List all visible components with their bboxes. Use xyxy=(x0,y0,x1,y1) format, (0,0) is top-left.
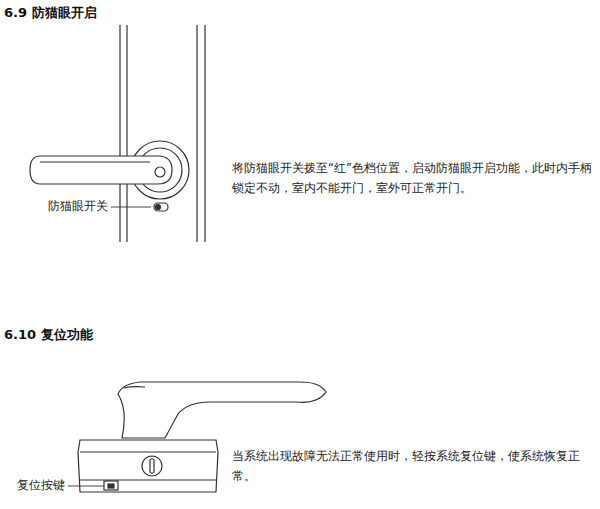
section-heading: 6.9 防猫眼开启 xyxy=(4,4,97,22)
part-label: 防猫眼开关 xyxy=(48,199,108,214)
description-text: 将防猫眼开关拨至“红”色档位置，启动防猫眼开启功能，此时内手柄锁定不动，室内不能… xyxy=(232,158,594,198)
section-heading: 6.10 复位功能 xyxy=(4,326,93,344)
lock-front-view xyxy=(30,25,205,242)
lock-side-view xyxy=(68,382,326,492)
description-text: 当系统出现故障无法正常使用时，轻按系统复位键，使系统恢复正常。 xyxy=(232,446,594,486)
part-label: 复位按键 xyxy=(17,478,65,493)
